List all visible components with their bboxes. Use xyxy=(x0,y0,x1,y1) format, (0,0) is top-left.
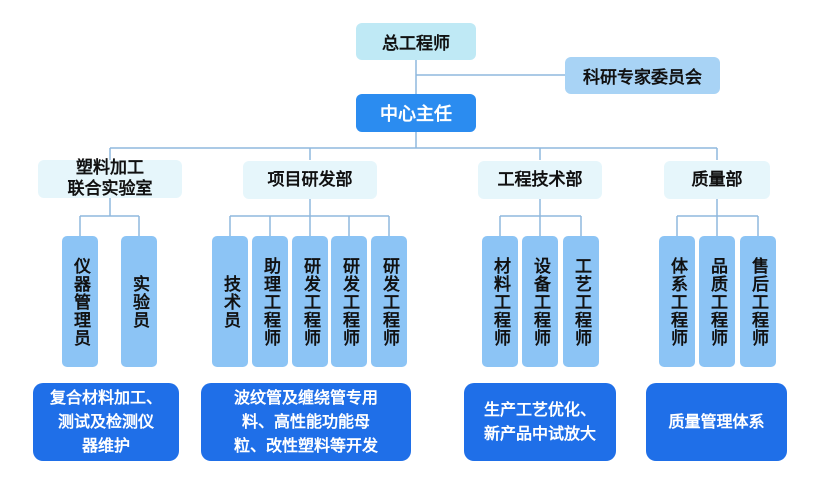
role-process-engineer: 工艺工程师 xyxy=(563,236,599,367)
dept-plastics-lab: 塑料加工 联合实验室 xyxy=(38,158,182,199)
duty-project-rd: 波纹管及缠绕管专用 料、高性能功能母 粒、改性塑料等开发 xyxy=(201,383,411,461)
dept-quality-label: 质量部 xyxy=(691,169,743,190)
role-materials-engineer: 材料工程师 xyxy=(482,236,518,367)
dept-project-rd-label: 项目研发部 xyxy=(267,169,353,190)
duty-plastics-lab-text: 复合材料加工、 测试及检测仪 器维护 xyxy=(49,388,162,455)
dept-plastics-lab-label: 塑料加工 联合实验室 xyxy=(67,158,153,199)
role-rd-engineer: 研发工程师 xyxy=(292,236,328,367)
duty-plastics-lab: 复合材料加工、 测试及检测仪 器维护 xyxy=(33,383,179,461)
dept-quality: 质量部 xyxy=(664,161,770,199)
role-instrument-admin: 仪器管理员 xyxy=(62,236,98,367)
center-director-node: 中心主任 xyxy=(356,94,476,132)
dept-engineering-label: 工程技术部 xyxy=(497,169,583,190)
dept-project-rd: 项目研发部 xyxy=(243,161,377,199)
role-equipment-engineer: 设备工程师 xyxy=(522,236,558,367)
duty-project-rd-text: 波纹管及缠绕管专用 料、高性能功能母 粒、改性塑料等开发 xyxy=(233,388,378,455)
dept-engineering: 工程技术部 xyxy=(478,161,602,199)
role-rd-engineer: 研发工程师 xyxy=(371,236,407,367)
duty-quality: 质量管理体系 xyxy=(646,383,787,461)
role-quality-engineer: 品质工程师 xyxy=(699,236,735,367)
role-assistant-engineer: 助理工程师 xyxy=(252,236,288,367)
role-rd-engineer: 研发工程师 xyxy=(331,236,367,367)
expert-committee-node: 科研专家委员会 xyxy=(565,57,720,94)
duty-engineering-text: 生产工艺优化、 新产品中试放大 xyxy=(483,400,596,443)
role-system-engineer: 体系工程师 xyxy=(659,236,695,367)
duty-engineering: 生产工艺优化、 新产品中试放大 xyxy=(464,383,616,461)
role-lab-technician: 实验员 xyxy=(121,236,157,367)
duty-quality-text: 质量管理体系 xyxy=(668,412,765,431)
chief-engineer-node: 总工程师 xyxy=(356,23,476,60)
role-technician: 技术员 xyxy=(212,236,248,367)
role-aftersales-engineer: 售后工程师 xyxy=(740,236,776,367)
